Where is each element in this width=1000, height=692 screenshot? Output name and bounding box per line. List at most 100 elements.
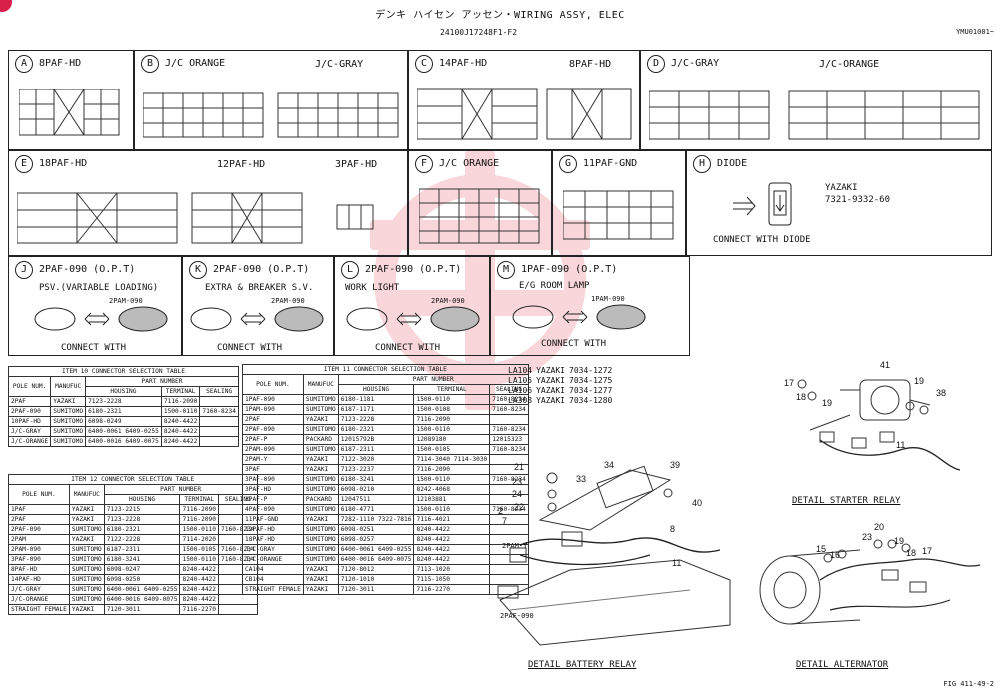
callout-number: 40 (692, 498, 703, 508)
connector-name-2: J/C-ORANGE (819, 59, 880, 70)
table-cell: YAZAKI (302, 454, 339, 465)
table-cell: 7120-3011 (103, 604, 181, 615)
table-cell: SUMITOMO (68, 544, 105, 555)
table-cell: J/C-ORANGE (242, 554, 304, 565)
table-cell: 7120-1010 (337, 574, 415, 585)
la-code: LA106 (508, 386, 533, 395)
callout-number: 11 (896, 440, 906, 450)
table-cell: 7160-8234 (199, 406, 239, 417)
table-cell: 12PAF-HD (242, 524, 304, 535)
table-title: ITEM 11 CONNECTOR SELECTION TABLE (242, 364, 529, 375)
page-title: デンキ ハイセン アッセン・WIRING ASSY, ELEC (375, 10, 625, 21)
connector-face-14paf (417, 88, 632, 140)
table-cell: 2PAF (8, 514, 70, 525)
table-cell: 8242-4068 (413, 484, 491, 495)
table-cell: 2PAF-090 (242, 424, 304, 435)
la-pn: 7034-1277 (569, 386, 613, 395)
battery-relay-drawing (497, 465, 731, 646)
table-cell: 7120-8012 (337, 564, 415, 575)
table-cell: 7123-2228 (85, 396, 162, 407)
table-cell: 7114-2020 (179, 534, 220, 545)
table-cell: 6098-0210 (337, 484, 415, 495)
letter-c: C (415, 55, 433, 73)
callout-number: 18 (906, 548, 917, 558)
table-cell: YAZAKI (302, 414, 339, 425)
table-cell: 7116-2090 (179, 504, 220, 515)
table-cell: 6400-0061 6409-0255 (85, 426, 162, 437)
table-cell: J/C-ORANGE (8, 594, 70, 605)
table-cell: 8240-4422 (160, 436, 201, 447)
table-cell: 3PAF-P (242, 494, 304, 505)
figure-number: FIG 411-49-2 (943, 680, 994, 688)
table-cell: SUMITOMO (68, 564, 105, 575)
table-cell (218, 604, 258, 615)
callout-number: 41 (880, 360, 891, 370)
table-cell: 12103881 (413, 494, 491, 505)
table-cell: 6098-0257 (337, 534, 415, 545)
table-cell: 3PAF (242, 464, 304, 475)
table-cell: SUMITOMO (302, 544, 339, 555)
alternator-drawing (759, 539, 981, 625)
letter-h: H (693, 155, 711, 173)
table-cell: 10PAF-HD (7, 416, 52, 427)
table-cell: YAZAKI (50, 396, 87, 407)
table-cell: 6187-1171 (337, 404, 415, 415)
connector-desc: E/G ROOM LAMP (519, 281, 590, 291)
la-maker: YAZAKI (536, 386, 565, 395)
connector-pair-drawing (34, 306, 168, 332)
detail-alternator-title: DETAIL ALTERNATOR (796, 660, 889, 670)
table-cell: 6098-0250 (103, 574, 181, 585)
connector-face-11paf (563, 190, 674, 240)
table-cell: 2PAF (242, 414, 304, 425)
col-header: TERMINAL (413, 384, 491, 395)
table-cell: 8240-4422 (413, 534, 491, 545)
table-cell: 7113-1020 (413, 564, 491, 575)
connector-desc: EXTRA & BREAKER S.V. (205, 283, 314, 293)
letter-m: M (497, 261, 515, 279)
table-cell: SUMITOMO (68, 584, 105, 595)
table-cell: SUMITOMO (68, 594, 105, 605)
connector-pair-drawing (346, 306, 480, 332)
letter-a: A (15, 55, 33, 73)
connector-mate: 2PAM-090 (109, 297, 143, 305)
table-cell: SUMITOMO (302, 444, 339, 455)
letter-d: D (647, 55, 665, 73)
callout-number: 21 (514, 462, 525, 472)
connector-name: J/C ORANGE (165, 58, 226, 69)
table-cell (489, 584, 529, 595)
selection-table-item12: ITEM 12 CONNECTOR SELECTION TABLE POLE N… (8, 474, 258, 615)
table-cell: 7116-4021 (413, 514, 491, 525)
col-group-header: PART NUMBER (103, 484, 258, 495)
letter-e: E (15, 155, 33, 173)
table-cell: 8240-4422 (413, 554, 491, 565)
table-cell: 6180-1181 (337, 394, 415, 405)
la-pn: 7034-1275 (569, 376, 613, 385)
la-code: LA104 (508, 366, 533, 375)
table-cell: 6180-3241 (337, 474, 415, 485)
table-cell: 7122-2228 (103, 534, 181, 545)
table-cell: 1500-0110 (413, 474, 491, 485)
diode-connector-drawing (733, 182, 792, 226)
connector-mate: 1PAM-090 (591, 295, 625, 303)
table-cell: 6187-2311 (103, 544, 181, 555)
table-cell: 7114-3040 7114-3030 (413, 454, 491, 465)
table-cell: 8240-4422 (179, 564, 220, 575)
table-cell: 12015792B (337, 434, 415, 445)
la-maker: YAZAKI (536, 396, 565, 405)
col-header: SEALING (199, 386, 239, 397)
col-header: POLE NUM. (8, 484, 70, 505)
table-cell: J/C-GRAY (8, 584, 70, 595)
table-cell: 7160-8234 (489, 424, 529, 435)
table-cell: 7123-2237 (337, 464, 415, 475)
table-cell: 1PAF (8, 504, 70, 515)
